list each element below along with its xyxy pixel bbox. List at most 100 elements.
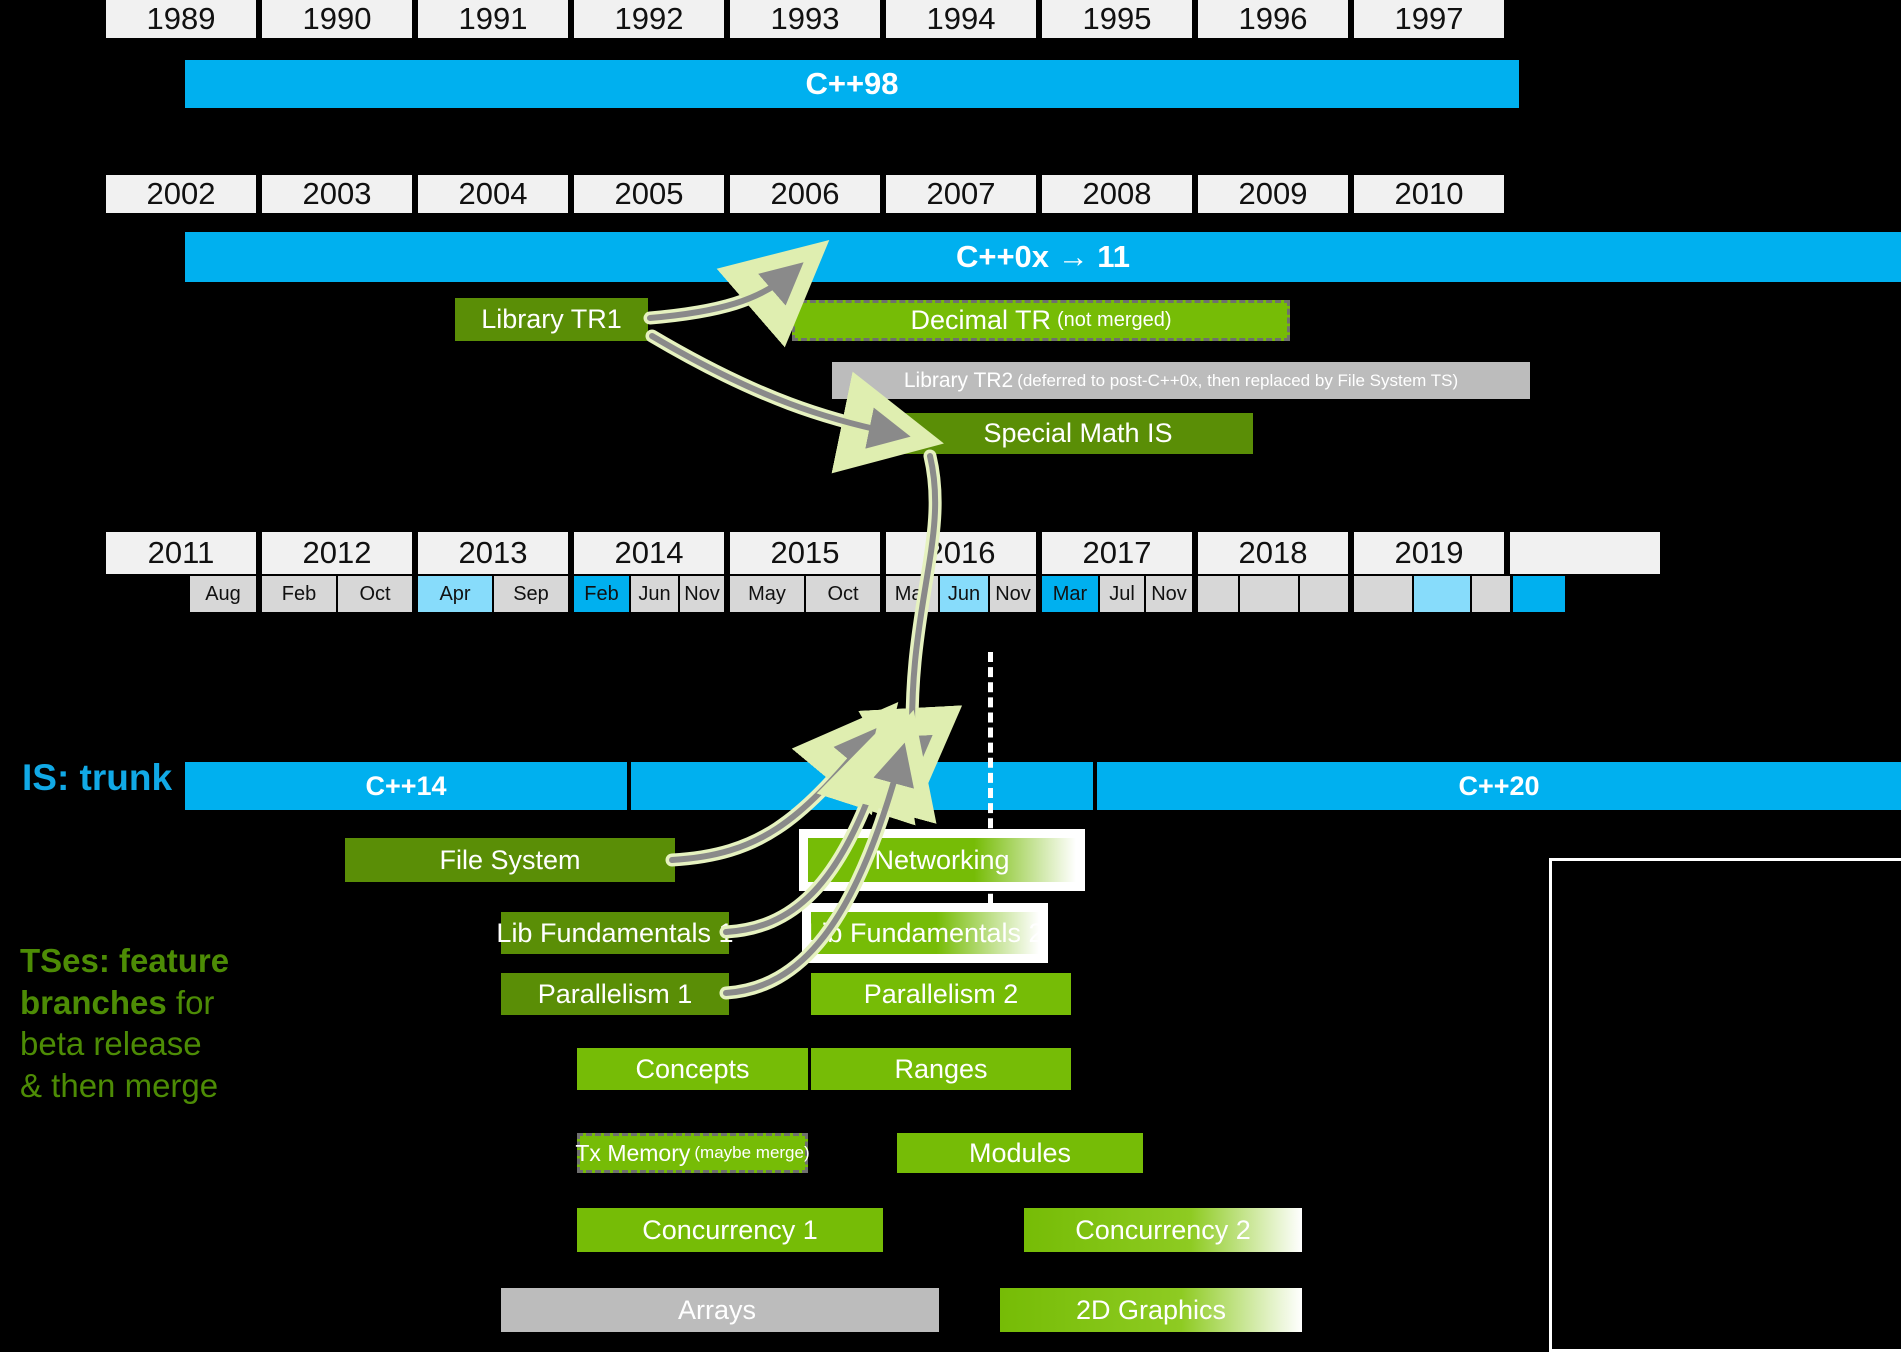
month-cell: May [730, 576, 804, 612]
month-cell [106, 576, 188, 612]
year-cell: 2013 [418, 532, 568, 574]
year-cell: 1989 [106, 0, 256, 38]
year-cell: 1991 [418, 0, 568, 38]
year-cell: 1990 [262, 0, 412, 38]
month-cell: Mar [886, 576, 938, 612]
ts-bar-lib-fundamentals-1: Lib Fundamentals 1 [496, 912, 734, 954]
ts-bar-concurrency-2: Concurrency 2 [1024, 1208, 1302, 1252]
year-cell: 2015 [730, 532, 880, 574]
ts-bar-2d-graphics: 2D Graphics [1000, 1288, 1302, 1332]
tses-caption-line4: & then merge [20, 1066, 219, 1104]
tses-caption-line1: TSes: feature [20, 942, 230, 979]
is-bar-cpp14: C++14 [185, 762, 627, 810]
year-cell: 2005 [574, 175, 724, 213]
is-bar-cpp17: C++17 [631, 762, 1093, 810]
highlight-frame [1549, 858, 1901, 1352]
year-cell: 2003 [262, 175, 412, 213]
ts-bar-label: Lib Fundamentals 1 [496, 917, 734, 948]
ts-bar-label: Arrays [677, 1294, 756, 1325]
month-cell [1513, 576, 1565, 612]
ts-bar-concepts: Concepts [577, 1048, 808, 1090]
month-cell [1354, 576, 1412, 612]
ts-bar-file-system: File System [345, 838, 675, 882]
ts-bar-library-tr2: Library TR2 (deferred to post-C++0x, the… [832, 362, 1530, 399]
ts-bar-decimal-tr: Decimal TR (not merged) [792, 300, 1290, 341]
year-cell: 1992 [574, 0, 724, 38]
ts-bar-concurrency-1: Concurrency 1 [577, 1208, 883, 1252]
month-cell: Apr [418, 576, 492, 612]
year-cell: 2018 [1198, 532, 1348, 574]
ts-bar-note: (maybe merge) [694, 1143, 810, 1162]
ts-bar-parallelism-2: Parallelism 2 [811, 973, 1071, 1015]
ts-bar-tx-memory: Tx Memory (maybe merge) [575, 1133, 810, 1173]
tses-caption-line3: beta release [20, 1025, 202, 1063]
ts-bar-note: (not merged) [1057, 309, 1172, 331]
ts-bar-label: Special Math IS [983, 418, 1173, 448]
month-cell: Nov [680, 576, 724, 612]
is-bar-cpp20: C++20 [1097, 762, 1901, 810]
ts-bar-label: Tx Memory [575, 1139, 691, 1166]
ts-bar-arrays: Arrays [501, 1288, 939, 1332]
ts-bar-label: Library TR2 [903, 368, 1014, 392]
year-cell: 2010 [1354, 175, 1504, 213]
ts-bar-label: Concepts [635, 1053, 750, 1084]
year-cell: 2011 [106, 532, 256, 574]
year-cell: 2009 [1198, 175, 1348, 213]
ts-bar-lib-fundamentals-2: Lib Fundamentals 2 [806, 912, 1044, 954]
month-cell: Jun [940, 576, 988, 612]
ts-bar-label: File System [439, 844, 581, 875]
ts-bar-library-tr1: Library TR1 [455, 298, 648, 341]
year-cell: 2004 [418, 175, 568, 213]
year-cell: 2012 [262, 532, 412, 574]
month-cell: Oct [806, 576, 880, 612]
month-cell: Sep [494, 576, 568, 612]
month-cell: Mar [1042, 576, 1098, 612]
ts-bar-parallelism-1: Parallelism 1 [501, 973, 729, 1015]
is-bar-cpp0x-11: C++0x → 11 [185, 232, 1901, 282]
month-cell: Jul [1100, 576, 1144, 612]
phase-divider-dashed [988, 652, 993, 934]
month-cell: Feb [574, 576, 629, 612]
ts-bar-networking: Networking [808, 838, 1076, 882]
month-cell: Feb [262, 576, 336, 612]
year-cell: 2002 [106, 175, 256, 213]
year-cell: 2016 [886, 532, 1036, 574]
year-cell: 2017 [1042, 532, 1192, 574]
is-bar-cpp98: C++98 [185, 60, 1519, 108]
tses-caption: TSes: feature branches for beta release … [20, 940, 320, 1106]
month-cell: Aug [190, 576, 256, 612]
month-cell: Jun [631, 576, 678, 612]
year-cell: 2006 [730, 175, 880, 213]
ts-bar-special-math-is: Special Math IS [903, 413, 1253, 454]
month-cell [1198, 576, 1238, 612]
ts-bar-label: Concurrency 1 [642, 1214, 818, 1245]
ts-bar-label: Modules [968, 1137, 1072, 1168]
month-cell: Oct [338, 576, 412, 612]
month-cell [1240, 576, 1298, 612]
ts-bar-label: Networking [874, 844, 1010, 875]
month-cell: Nov [1146, 576, 1192, 612]
ts-bar-label: Library TR1 [481, 304, 622, 334]
is-trunk-label: IS: trunk [22, 757, 173, 798]
ts-bar-label: Lib Fundamentals 2 [806, 917, 1044, 948]
ts-bar-label: Parallelism 1 [537, 978, 693, 1009]
month-cell [1472, 576, 1510, 612]
ts-bar-label: Parallelism 2 [863, 978, 1019, 1009]
year-cell: 1997 [1354, 0, 1504, 38]
year-cell-blank [1510, 532, 1660, 574]
year-cell: 1995 [1042, 0, 1192, 38]
ts-bar-label: Concurrency 2 [1075, 1214, 1251, 1245]
tses-caption-line2-bold: branches [20, 983, 167, 1021]
ts-bar-note: (deferred to post-C++0x, then replaced b… [1017, 370, 1459, 390]
month-cell: Nov [990, 576, 1036, 612]
ts-bar-ranges: Ranges [811, 1048, 1071, 1090]
month-cell [1300, 576, 1348, 612]
ts-bar-label: 2D Graphics [1075, 1294, 1227, 1325]
ts-bar-label: Decimal TR [910, 305, 1052, 335]
year-cell: 2007 [886, 175, 1036, 213]
year-cell: 1993 [730, 0, 880, 38]
year-cell: 1996 [1198, 0, 1348, 38]
year-cell: 1994 [886, 0, 1036, 38]
ts-bar-label: Ranges [894, 1053, 988, 1084]
